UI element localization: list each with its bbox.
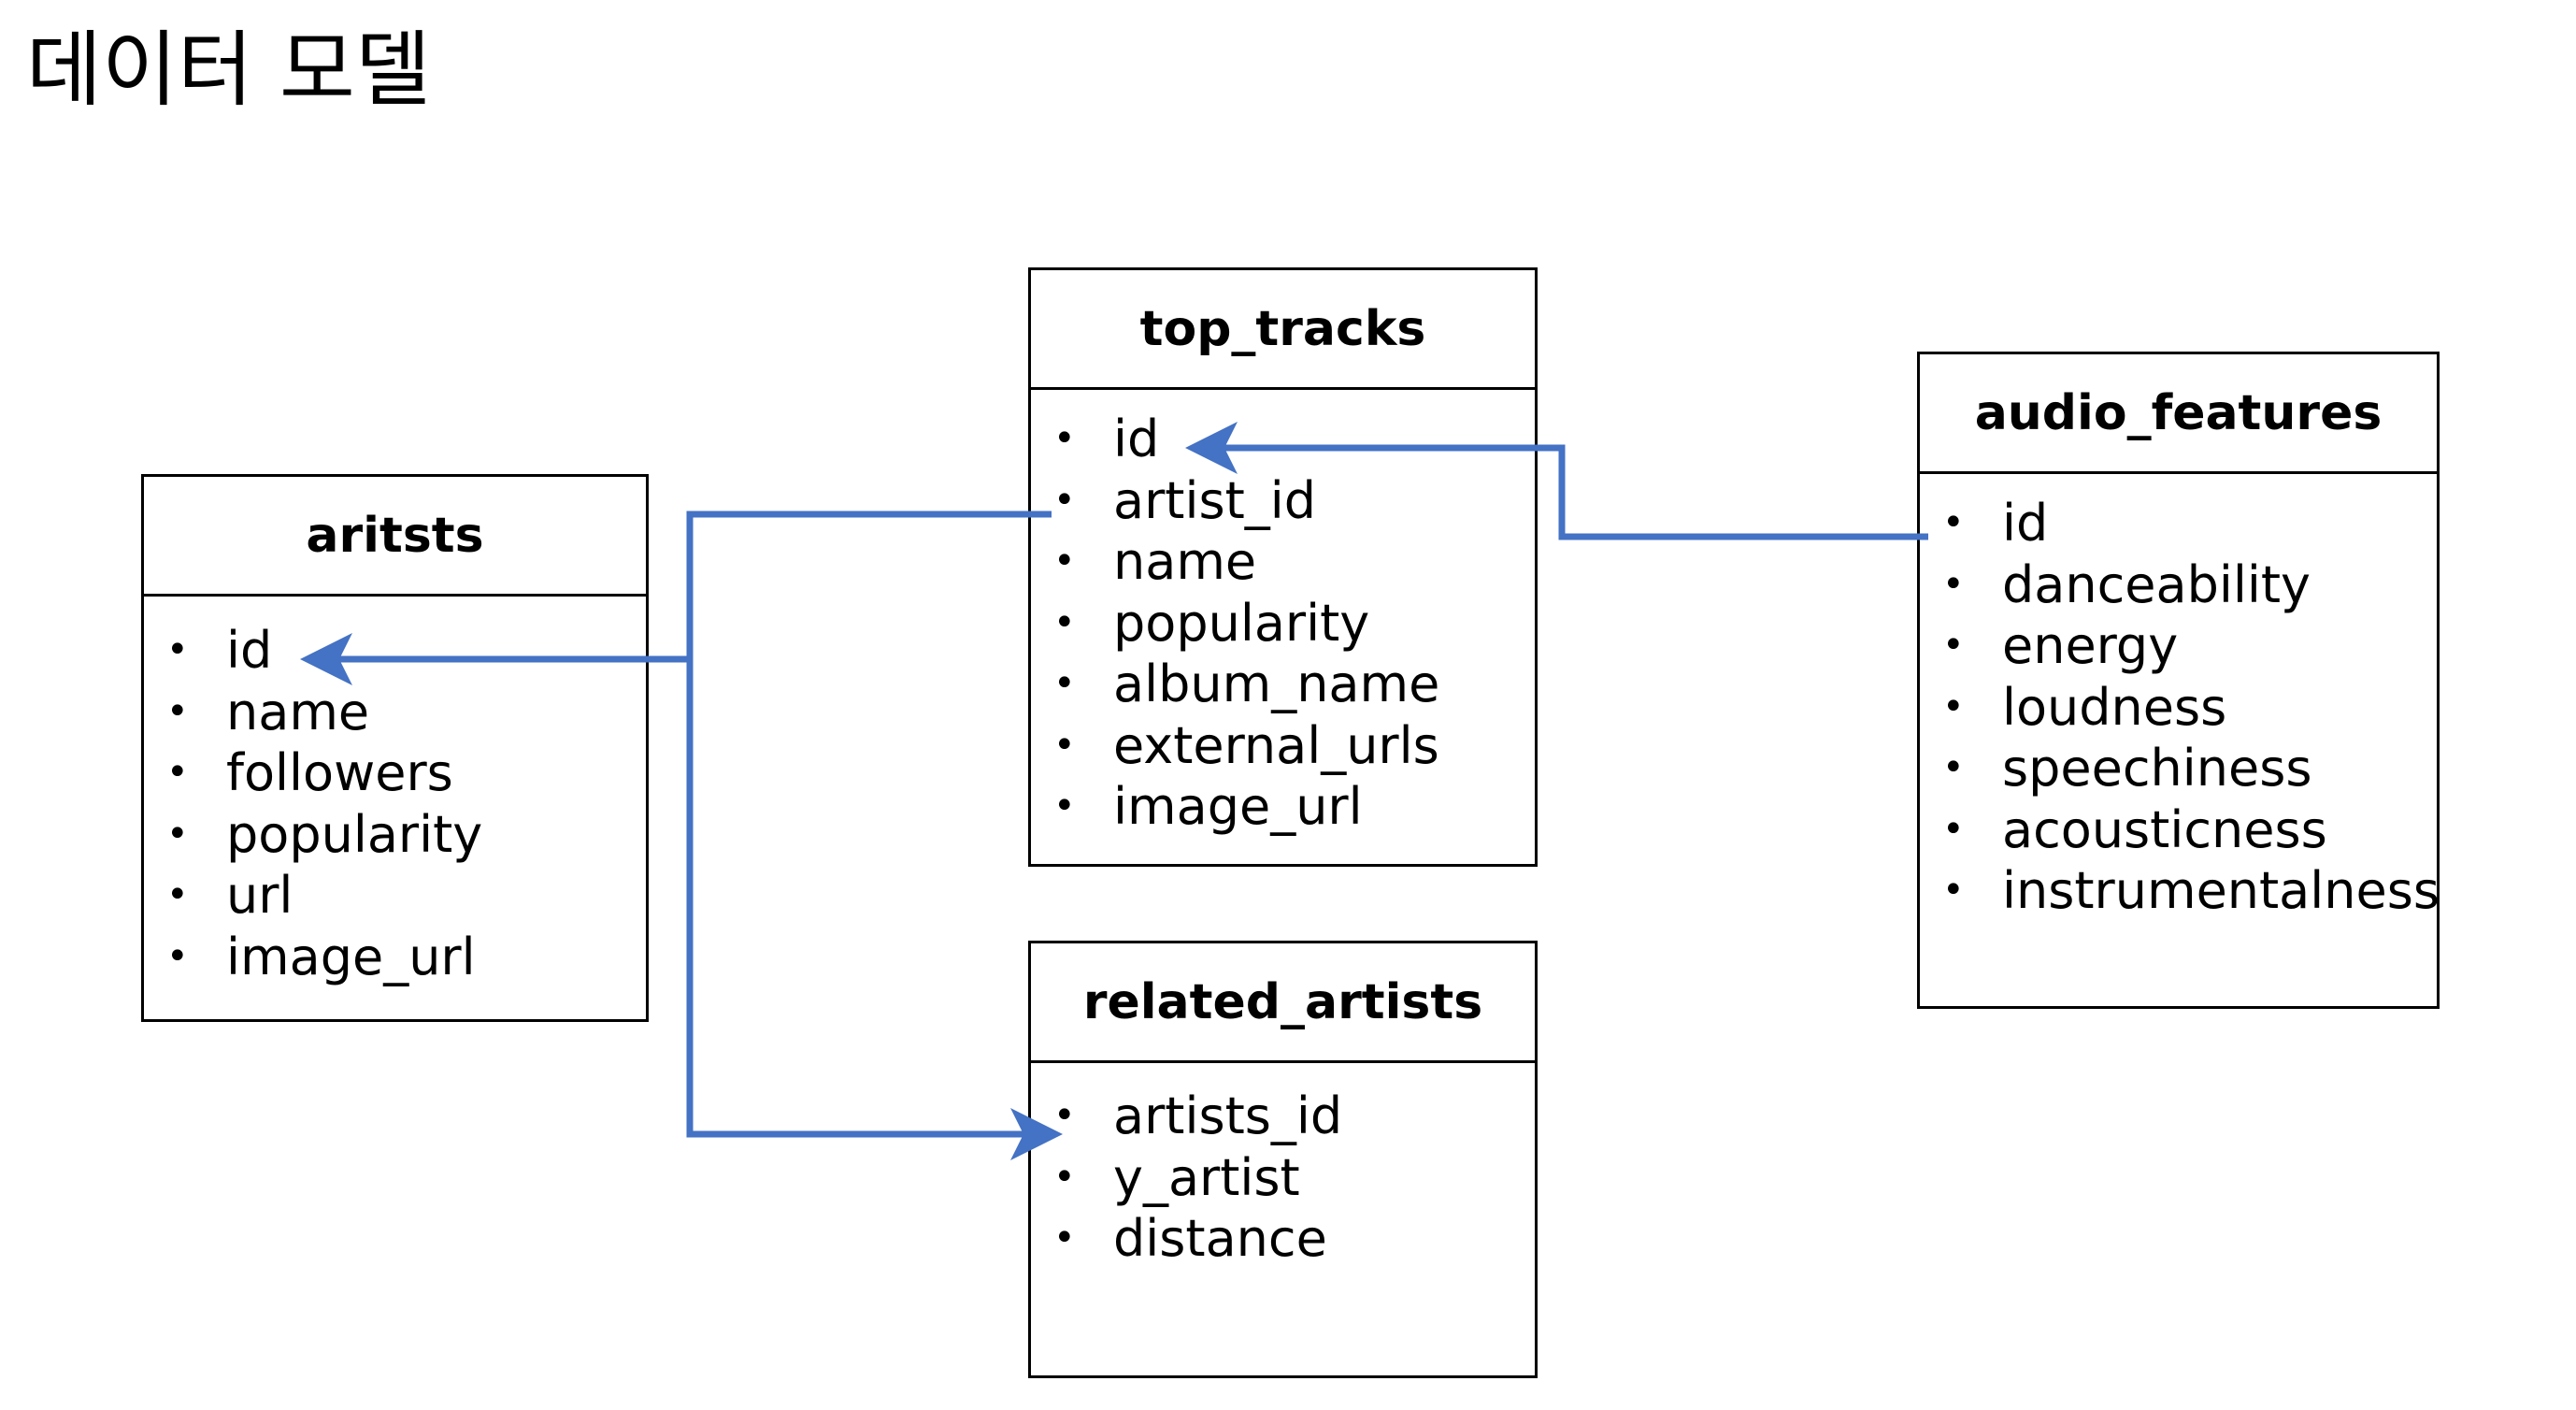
field-item: • id	[1920, 493, 2437, 554]
bullet-icon: •	[1053, 1155, 1076, 1199]
field-name: image_url	[226, 927, 476, 986]
field-name: artists_id	[1113, 1086, 1343, 1145]
field-name: speechiness	[2002, 739, 2312, 798]
field-name: album_name	[1113, 655, 1440, 713]
field-list: • id • artist_id • name • popularity • album_…	[1031, 390, 1535, 838]
page-title: 데이터 모델	[26, 22, 431, 118]
connector-top-tracks-artist-id-to-artists-id	[300, 511, 1052, 685]
field-item: • acousticness	[1920, 799, 2437, 861]
bullet-icon: •	[1942, 562, 1965, 606]
bullet-icon: •	[166, 751, 189, 794]
field-name: distance	[1113, 1209, 1327, 1268]
field-item: • external_urls	[1031, 715, 1535, 777]
field-name: name	[226, 682, 370, 741]
field-name: instrumentalness	[2002, 861, 2440, 920]
bullet-icon: •	[166, 689, 189, 733]
field-item: • id	[144, 620, 646, 682]
bullet-icon: •	[166, 873, 189, 916]
field-item: • name	[144, 682, 646, 743]
table-aritsts: aritsts • id • name • followers • popularity…	[141, 474, 649, 1022]
connector-audio-features-id-to-top-tracks-id	[1185, 422, 1928, 540]
table-title: aritsts	[144, 477, 646, 597]
bullet-icon: •	[166, 812, 189, 856]
field-item: • name	[1031, 531, 1535, 593]
bullet-icon: •	[1053, 723, 1076, 767]
field-name: y_artist	[1113, 1147, 1300, 1207]
field-item: • image_url	[1031, 776, 1535, 838]
field-list: • id • danceability • energy • loudness • spe…	[1920, 474, 2440, 922]
bullet-icon: •	[1053, 662, 1076, 705]
field-item: •artists_id	[1031, 1086, 1535, 1147]
field-item: • artist_id	[1031, 470, 1535, 532]
field-name: loudness	[2002, 677, 2227, 737]
field-item: • speechiness	[1920, 738, 2437, 799]
table-audio-features: audio_features • id • danceability • energy…	[1917, 352, 2440, 1009]
field-item: • distance	[1031, 1208, 1535, 1270]
bullet-icon: •	[1053, 417, 1076, 460]
table-top-tracks: top_tracks • id • artist_id • name • popular…	[1028, 267, 1538, 867]
field-item: • energy	[1920, 615, 2437, 677]
field-list: •artists_id • y_artist • distance	[1031, 1063, 1535, 1270]
bullet-icon: •	[1053, 1216, 1076, 1259]
field-name: followers	[226, 743, 453, 802]
field-name: acousticness	[2002, 799, 2327, 859]
field-name: artist_id	[1113, 470, 1317, 530]
field-name: name	[1113, 532, 1257, 591]
bullet-icon: •	[166, 628, 189, 671]
connector-related-artists-id-to-artists-id	[686, 659, 1063, 1160]
table-title: related_artists	[1031, 943, 1535, 1063]
table-related-artists: related_artists •artists_id • y_artist • d…	[1028, 941, 1538, 1378]
bullet-icon: •	[1942, 869, 1965, 912]
bullet-icon: •	[1942, 624, 1965, 667]
field-item: • followers	[144, 742, 646, 804]
field-item: • id	[1031, 409, 1535, 470]
field-name: popularity	[226, 804, 483, 864]
field-name: id	[1113, 410, 1160, 468]
field-item: • url	[144, 865, 646, 927]
bullet-icon: •	[1942, 501, 1965, 544]
bullet-icon: •	[1053, 784, 1076, 827]
field-name: energy	[2002, 616, 2179, 675]
bullet-icon: •	[1053, 540, 1076, 583]
bullet-icon: •	[166, 934, 189, 978]
field-name: image_url	[1113, 777, 1363, 836]
field-item: • instrumentalness	[1920, 860, 2440, 922]
field-name: url	[226, 866, 293, 925]
field-name: external_urls	[1113, 715, 1439, 775]
field-item: • danceability	[1920, 554, 2437, 616]
field-item: • popularity	[144, 804, 646, 866]
field-name: id	[2002, 494, 2049, 553]
field-item: • y_artist	[1031, 1147, 1535, 1209]
bullet-icon: •	[1053, 600, 1076, 644]
field-name: popularity	[1113, 593, 1370, 653]
bullet-icon: •	[1942, 684, 1965, 728]
bullet-icon: •	[1053, 478, 1076, 522]
table-title: top_tracks	[1031, 270, 1535, 390]
field-item: • popularity	[1031, 593, 1535, 655]
field-list: • id • name • followers • popularity • url • i…	[144, 597, 646, 987]
table-title: audio_features	[1920, 354, 2437, 474]
bullet-icon: •	[1942, 746, 1965, 789]
bullet-icon: •	[1942, 807, 1965, 851]
field-name: id	[226, 621, 273, 680]
field-item: • loudness	[1920, 677, 2437, 739]
field-name: danceability	[2002, 554, 2311, 614]
field-item: • image_url	[144, 927, 646, 988]
field-item: • album_name	[1031, 654, 1535, 715]
